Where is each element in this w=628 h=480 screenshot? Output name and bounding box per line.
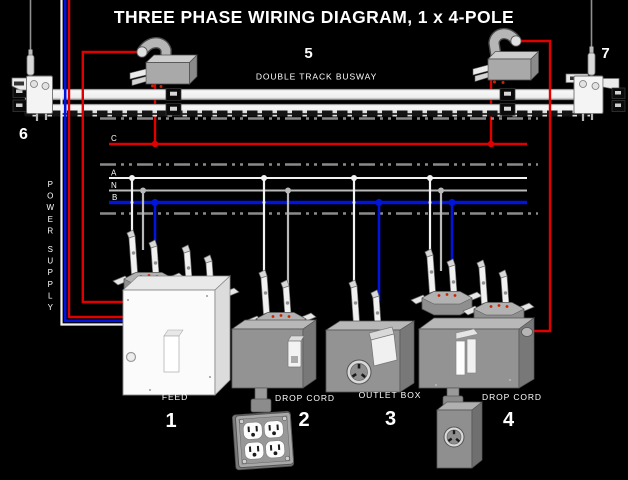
junction-dots (129, 140, 495, 207)
busway-joint-left (165, 87, 182, 116)
coupler-right-red-wire (516, 39, 552, 333)
device-number-2: 2 (298, 409, 309, 431)
turnbuckle-left (26, 54, 35, 76)
conduit-elbow-cap (510, 35, 522, 47)
end-assembly-left (11, 0, 53, 121)
end-assembly-right (565, 0, 626, 121)
phase-label-B: B (112, 193, 118, 202)
busway-coupler-left (129, 37, 198, 88)
phase-bus-lines: C A N B (109, 134, 527, 205)
device-label-outlet-box: OUTLET BOX (359, 390, 422, 400)
device-label-feed: FEED (162, 392, 188, 402)
phase-label-N: N (111, 181, 117, 190)
power-supply-wires (60, 0, 125, 326)
twist-lock-receptacle (346, 359, 372, 385)
busway-coupler-right (472, 28, 540, 84)
busway-joint-right (499, 87, 516, 116)
suspension-left-number: 6 (19, 126, 28, 143)
suspension-right-number: 7 (601, 45, 609, 62)
device-labels: FEED 1 DROP CORD 2 OUTLET BOX 3 DROP COR… (162, 390, 542, 432)
duplex-receptacles (242, 420, 286, 460)
busway-conductor-strip (25, 110, 590, 117)
feed-unit (121, 275, 232, 396)
device-number-3: 3 (385, 408, 396, 430)
twist-lock-connector-box (436, 401, 483, 469)
busway-label: DOUBLE TRACK BUSWAY (256, 72, 377, 82)
busway-number: 5 (304, 45, 312, 62)
device-label-drop-cord-2: DROP CORD (275, 393, 335, 403)
device-label-drop-cord-4: DROP CORD (482, 392, 542, 402)
turnbuckle-right (587, 52, 596, 76)
cable-hub (521, 327, 533, 337)
outlet-box-unit (324, 320, 416, 393)
drop-cord-unit-4 (417, 317, 536, 469)
drop-cord-unit-2 (230, 319, 318, 471)
conduit-elbow-cap (136, 46, 148, 58)
device-number-4: 4 (503, 409, 515, 431)
end-bracket-left (26, 75, 53, 114)
diagram-title: THREE PHASE WIRING DIAGRAM, 1 x 4-POLE (114, 7, 514, 27)
twist-lock-receptacle (443, 426, 465, 448)
phase-label-A: A (111, 169, 117, 178)
coupler-left-red-wire (81, 50, 142, 304)
device-number-1: 1 (165, 410, 176, 432)
end-bracket-right (573, 75, 604, 114)
supply-wire-white (60, 0, 125, 326)
phase-label-C: C (111, 134, 117, 143)
supply-wire-blue (63, 0, 125, 323)
supply-wire-red (67, 0, 125, 319)
quad-outlet-box (231, 410, 295, 471)
